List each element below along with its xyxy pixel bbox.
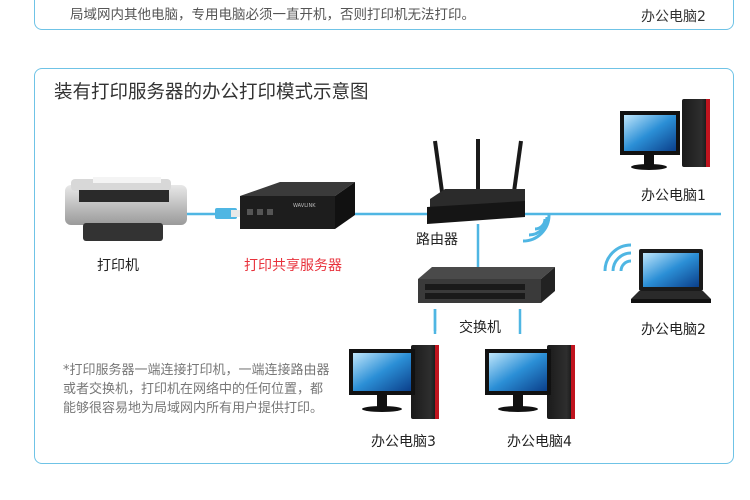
print-server-note: *打印服务器一端连接打印机，一端连接路由器或者交换机，打印机在网络中的任何位置，… [63, 361, 335, 418]
laptop-wifi-signal-icon [605, 245, 631, 271]
svg-text:WAVLINK: WAVLINK [293, 203, 316, 209]
print-server-icon: WAVLINK [240, 182, 355, 229]
router-icon [427, 139, 525, 224]
pc3-label: 办公电脑3 [371, 431, 436, 451]
print-server-label: 打印共享服务器 [244, 255, 342, 275]
top-note-text: 局域网内其他电脑，专用电脑必须一直开机，否则打印机无法打印。 [70, 3, 475, 23]
printer-label: 打印机 [97, 255, 139, 275]
pc4-icon [485, 345, 575, 419]
laptop2-label: 办公电脑2 [641, 319, 706, 339]
pc1-label: 办公电脑1 [641, 185, 706, 205]
router-wifi-signal-icon [523, 215, 549, 241]
switch-icon [418, 267, 555, 303]
diagram-panel: 装有打印服务器的办公打印模式示意图 [34, 68, 734, 464]
pc1-icon [620, 99, 710, 170]
pc3-icon [349, 345, 439, 419]
pc4-label: 办公电脑4 [507, 431, 572, 451]
top-pc-label: 办公电脑2 [641, 6, 706, 26]
switch-label: 交换机 [459, 317, 501, 337]
top-info-panel: 局域网内其他电脑，专用电脑必须一直开机，否则打印机无法打印。 办公电脑2 [34, 0, 734, 30]
router-label: 路由器 [416, 229, 458, 249]
printer-icon [65, 177, 241, 241]
laptop2-icon [631, 249, 711, 303]
